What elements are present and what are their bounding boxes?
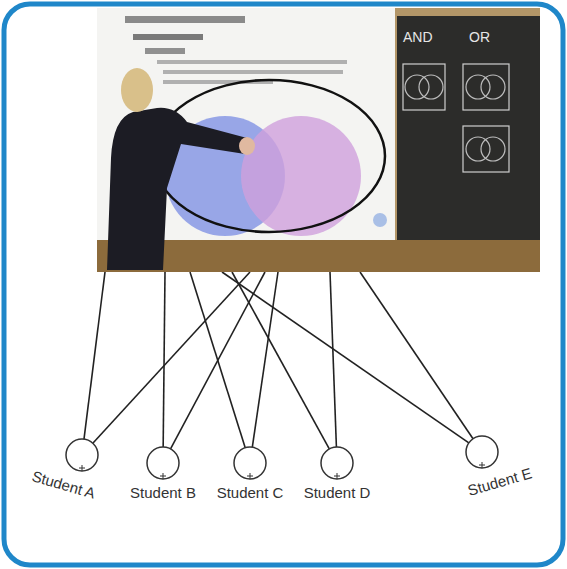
teacher-hand	[239, 137, 255, 155]
student-node: Student D	[320, 446, 354, 480]
student-circle	[465, 435, 499, 469]
student-circle	[320, 446, 354, 480]
student-node: Student C	[233, 446, 267, 480]
student-node: Student E	[465, 435, 499, 469]
link-line	[360, 272, 473, 439]
student-circle	[146, 446, 180, 480]
student-label: Student C	[215, 484, 286, 503]
student-node: Student B	[146, 446, 180, 480]
slide-line	[163, 70, 343, 74]
slide-line	[145, 48, 185, 54]
link-line	[163, 272, 165, 447]
chalk-venn-box	[463, 64, 509, 110]
link-line	[222, 272, 469, 443]
photo-illustration	[97, 8, 540, 272]
chalk-circle	[481, 75, 505, 99]
link-line	[171, 272, 265, 449]
circle-outline	[66, 439, 98, 471]
circle-outline	[234, 447, 266, 479]
chalk-circle	[419, 75, 443, 99]
classroom-photo: AND OR	[97, 8, 540, 272]
wall	[97, 8, 540, 272]
chalk-venn-box	[403, 64, 445, 110]
chalk-circle	[466, 137, 490, 161]
plus-mark	[247, 473, 253, 479]
student-label: Student B	[128, 484, 198, 503]
chalk-venn-box	[463, 126, 509, 172]
link-line	[252, 272, 278, 447]
link-line	[190, 272, 245, 448]
link-line	[84, 272, 105, 439]
slide-line	[157, 60, 347, 64]
link-line	[93, 272, 250, 443]
student-circle	[65, 438, 99, 472]
slide-line	[125, 16, 245, 23]
link-line	[232, 272, 329, 449]
slide-line	[133, 34, 203, 40]
plus-mark	[79, 465, 85, 471]
chalkboard	[397, 16, 540, 244]
plus-mark	[334, 473, 340, 479]
student-node: Student A	[65, 438, 99, 472]
student-circle	[233, 446, 267, 480]
chalk-label: OR	[469, 30, 490, 44]
link-line	[330, 272, 336, 447]
venn-circle	[241, 116, 361, 236]
circle-outline	[321, 447, 353, 479]
chalk-circle	[481, 137, 505, 161]
teacher-body	[107, 108, 247, 270]
student-label: Student D	[302, 484, 373, 503]
chalk-circle	[466, 75, 490, 99]
marker-ellipse	[153, 80, 385, 232]
screen-dot	[373, 213, 387, 227]
circle-outline	[147, 447, 179, 479]
chalk-label: AND	[403, 30, 433, 44]
circle-outline	[466, 436, 498, 468]
plus-mark	[479, 462, 485, 468]
chalk-circle	[405, 75, 429, 99]
teacher-head	[121, 68, 153, 112]
plus-mark	[160, 473, 166, 479]
frame-border	[4, 4, 563, 565]
